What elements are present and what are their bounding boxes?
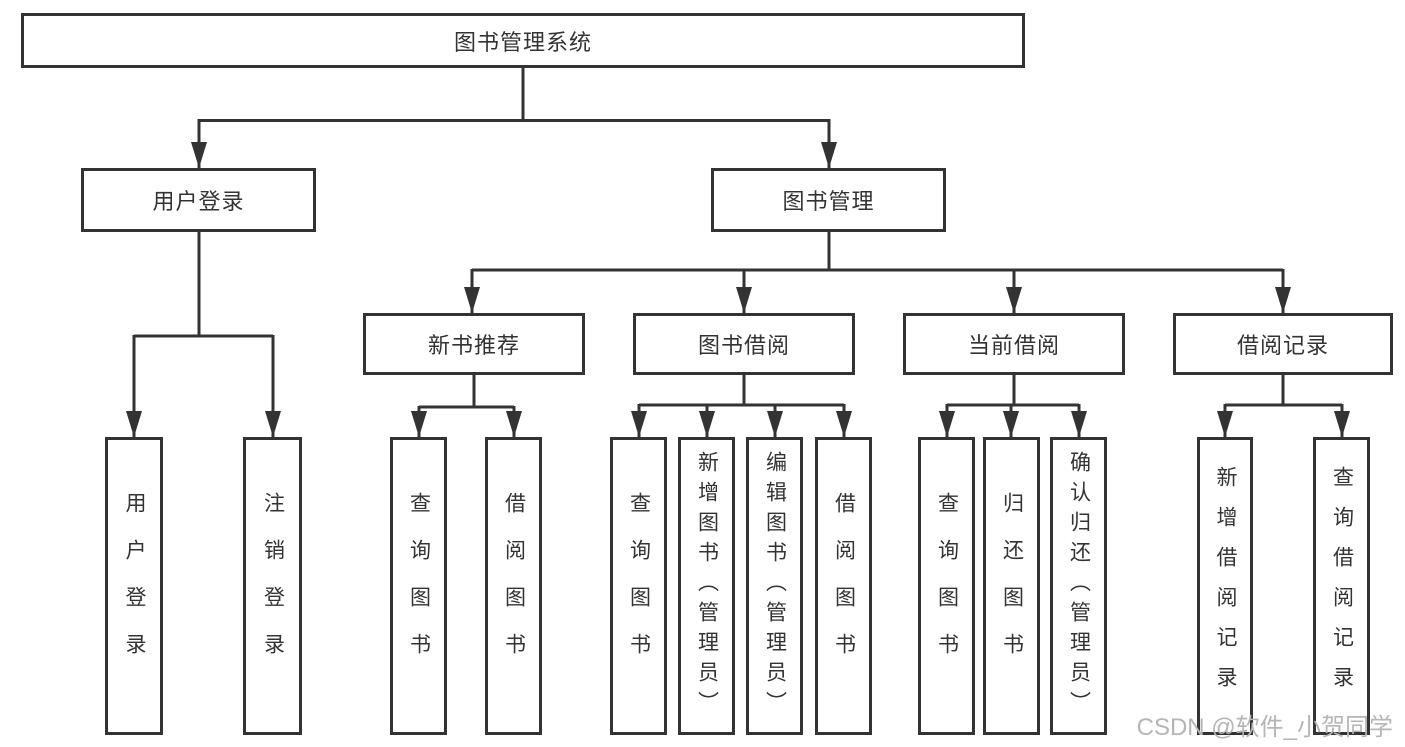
node-label: 新增图书（管理员）	[695, 451, 719, 721]
node-label: 用户登录	[152, 189, 245, 214]
node-library-system: 图书管理系统	[21, 13, 1025, 68]
node-label: 查询图书	[935, 492, 959, 680]
node-bb-query-books: 查询图书	[610, 437, 667, 735]
node-book-borrow: 图书借阅	[633, 313, 855, 375]
node-login: 用户登录	[105, 437, 163, 735]
node-current-borrow: 当前借阅	[903, 313, 1125, 375]
node-label: 查询图书	[407, 492, 431, 680]
node-label: 确认归还（管理员）	[1067, 451, 1091, 721]
node-label: 用户登录	[123, 492, 146, 680]
node-label: 当前借阅	[967, 333, 1060, 358]
node-label: 图书管理	[782, 189, 875, 214]
node-cb-query-books: 查询图书	[918, 437, 975, 735]
node-label: 编辑图书（管理员）	[763, 451, 787, 721]
node-bb-borrow-books: 借阅图书	[815, 437, 872, 735]
node-bb-add-books-admin: 新增图书（管理员）	[678, 437, 735, 735]
node-cb-confirm-return-admin: 确认归还（管理员）	[1050, 437, 1107, 735]
node-label: 新增借阅记录	[1214, 466, 1237, 706]
node-br-add-record: 新增借阅记录	[1197, 437, 1253, 735]
node-borrow-record: 借阅记录	[1173, 313, 1393, 375]
node-br-query-record: 查询借阅记录	[1313, 437, 1370, 735]
watermark: CSDN @软件_小贺同学	[1136, 714, 1393, 741]
node-new-book-recommend: 新书推荐	[363, 313, 585, 375]
node-bb-edit-books-admin: 编辑图书（管理员）	[746, 437, 803, 735]
node-nb-borrow-books: 借阅图书	[485, 437, 542, 735]
node-nb-query-books: 查询图书	[390, 437, 447, 735]
node-label: 借阅图书	[832, 492, 856, 680]
node-label: 借阅图书	[502, 492, 526, 680]
node-label: 查询图书	[627, 492, 651, 680]
node-label: 图书管理系统	[453, 29, 592, 55]
node-label: 注销登录	[261, 492, 285, 680]
node-label: 查询借阅记录	[1330, 466, 1354, 706]
node-cb-return-books: 归还图书	[983, 437, 1040, 735]
node-logout: 注销登录	[243, 437, 302, 735]
node-label: 归还图书	[1000, 492, 1024, 680]
node-user-login: 用户登录	[81, 168, 316, 232]
node-label: 借阅记录	[1236, 333, 1329, 358]
node-book-management: 图书管理	[711, 168, 946, 232]
node-label: 图书借阅	[697, 333, 790, 358]
node-label: 新书推荐	[427, 333, 520, 358]
